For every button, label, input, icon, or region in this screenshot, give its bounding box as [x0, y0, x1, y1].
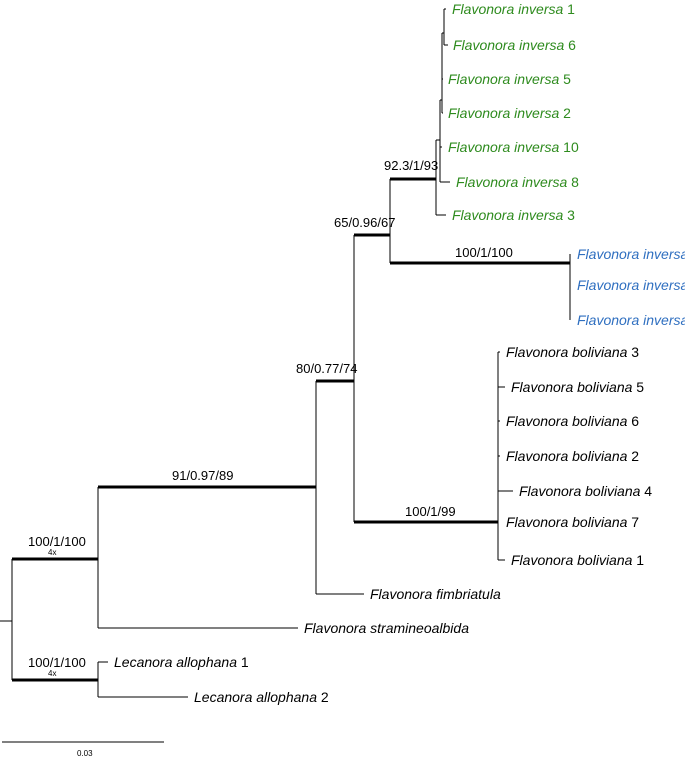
tip-label: Flavonora boliviana 5 [511, 379, 644, 395]
tip-label: Flavonora inversa 3 [452, 207, 575, 223]
tip-label: Flavonora fimbriatula [370, 586, 501, 602]
tip-labels: Flavonora inversa 1 Flavonora inversa 6 … [114, 1, 685, 705]
tip-label: Flavonora boliviana 3 [506, 344, 639, 360]
tip-label: Flavonora inversa 6 [453, 37, 576, 53]
tip-label: Flavonora boliviana 7 [506, 514, 639, 530]
support-label: 65/0.96/67 [334, 215, 395, 230]
support-label: 100/1/100 [455, 245, 513, 260]
support-values: 92.3/1/93 65/0.96/67 100/1/100 80/0.77/7… [28, 158, 513, 678]
scale-bar: 0.03 [2, 741, 164, 758]
support-label: 80/0.77/74 [296, 361, 357, 376]
tip-label: Lecanora allophana 1 [114, 654, 249, 670]
branch-shortening-mark: 4x [48, 669, 56, 678]
scale-bar-label: 0.03 [77, 749, 93, 758]
tip-label: Flavonora inversa 1 [452, 1, 575, 17]
tip-label: Flavonora inversa 9 [577, 277, 685, 293]
support-label: 100/1/99 [405, 504, 456, 519]
tip-label: Flavonora inversa 4 [577, 246, 685, 262]
support-label: 100/1/100 [28, 534, 86, 549]
support-label: 100/1/100 [28, 655, 86, 670]
tip-label: Flavonora inversa 5 [448, 71, 571, 87]
tip-label: Flavonora inversa 8 [456, 174, 579, 190]
tip-label: Flavonora inversa 7 [577, 312, 685, 328]
tip-label: Flavonora boliviana 6 [506, 413, 639, 429]
tip-label: Flavonora inversa 2 [448, 105, 571, 121]
tip-label: Flavonora boliviana 1 [511, 552, 644, 568]
tip-label: Flavonora boliviana 2 [506, 448, 639, 464]
tip-label: Flavonora inversa 10 [448, 139, 579, 155]
tip-label: Flavonora stramineoalbida [304, 620, 469, 636]
tip-label: Lecanora allophana 2 [194, 689, 329, 705]
tree-branches [0, 8, 571, 698]
branch-shortening-mark: 4x [48, 548, 56, 557]
support-label: 91/0.97/89 [172, 468, 233, 483]
tip-label: Flavonora boliviana 4 [519, 483, 652, 499]
support-label: 92.3/1/93 [384, 158, 438, 173]
